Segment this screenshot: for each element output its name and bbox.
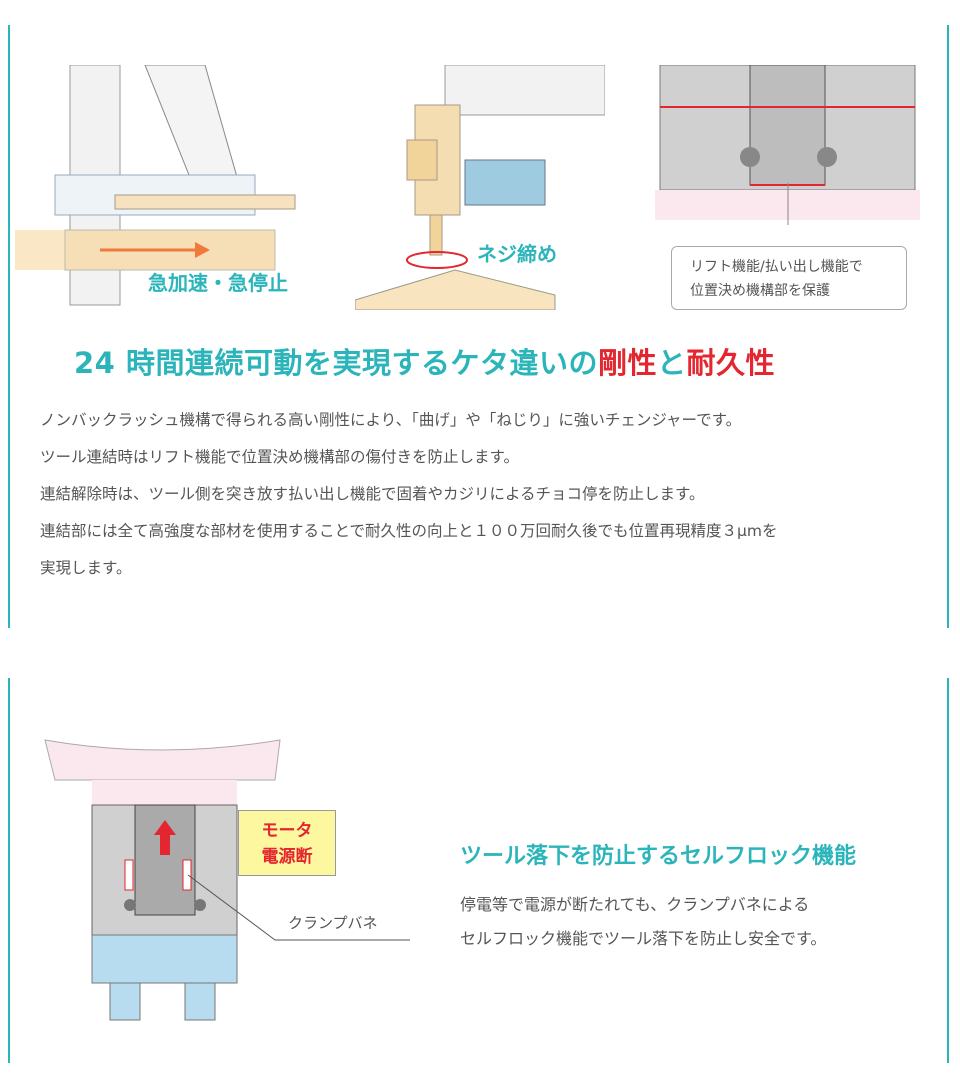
title-highlight: 耐久性 <box>686 346 776 380</box>
section-title: 24 時間連続可動を実現するケタ違いの剛性と耐久性 <box>74 340 775 382</box>
title-highlight: 剛性 <box>597 346 657 380</box>
body-paragraph: ツール連結時はリフト機能で位置決め機構部の傷付きを防止します。 <box>40 448 519 466</box>
motor-label-line: モータ <box>261 821 313 841</box>
accel-label: 急加速・急停止 <box>148 271 288 295</box>
motor-label-line: 電源断 <box>261 847 313 867</box>
body-paragraph: 連結解除時は、ツール側を突き放す払い出し機能で固着やカジリによるチョコ停を防止し… <box>40 485 705 503</box>
lift-note-line: 位置決め機構部を保護 <box>690 283 830 299</box>
body-paragraph: ノンバックラッシュ機構で得られる高い剛性により、「曲げ」や「ねじり」に強いチェン… <box>40 411 742 429</box>
title-part: 24 時間連続可動を実現するケタ違いの <box>74 346 598 380</box>
section-body: ノンバックラッシュ機構で得られる高い剛性により、「曲げ」や「ねじり」に強いチェン… <box>40 402 778 587</box>
section-border-left <box>8 25 10 628</box>
lift-section-illustration <box>655 65 920 225</box>
screw-label: ネジ締め <box>477 242 557 266</box>
body-paragraph: 実現します。 <box>40 559 132 577</box>
robot-accel-illustration: 急加速・急停止 <box>15 65 296 306</box>
title-part: と <box>656 346 687 380</box>
section-border-right <box>947 678 949 1063</box>
section-border-right <box>947 25 949 628</box>
subsection-body: 停電等で電源が断たれても、クランプバネによる セルフロック機能でツール落下を防止… <box>460 888 826 956</box>
lift-note-line: リフト機能/払い出し機能で <box>690 259 863 275</box>
body-paragraph: セルフロック機能でツール落下を防止し安全です。 <box>460 929 827 948</box>
body-paragraph: 停電等で電源が断たれても、クランプバネによる <box>460 895 810 914</box>
subsection-title: ツール落下を防止するセルフロック機能 <box>460 844 857 869</box>
motor-power-off-label: モータ 電源断 <box>238 810 336 876</box>
screw-illustration: ネジ締め <box>355 65 605 310</box>
self-lock-illustration <box>44 739 410 1021</box>
clamp-spring-label: クランプバネ <box>288 914 378 932</box>
body-paragraph: 連結部には全て高強度な部材を使用することで耐久性の向上と１００万回耐久後でも位置… <box>40 522 778 540</box>
lift-note: リフト機能/払い出し機能で 位置決め機構部を保護 <box>671 246 907 310</box>
section-border-left <box>8 678 10 1063</box>
